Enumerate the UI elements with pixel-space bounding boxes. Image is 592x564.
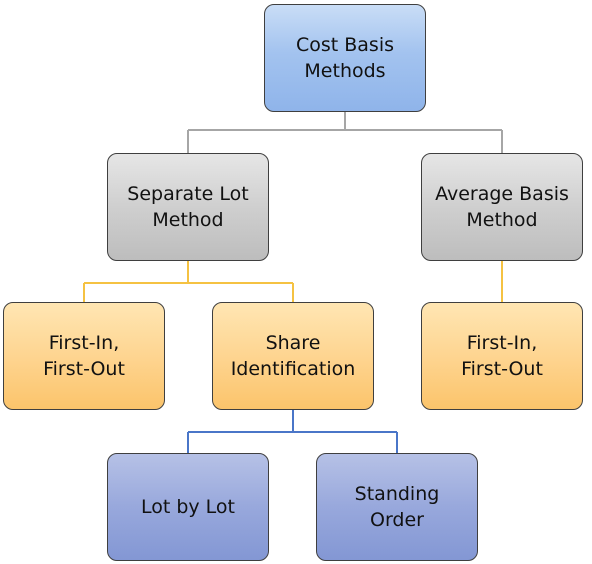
separate-lot-method-label: Separate Lot Method [127, 183, 249, 231]
separate-lot-method-node[interactable]: Separate Lot Method [107, 153, 269, 261]
standing-order-label: Standing Order [354, 483, 440, 531]
separate-fifo-node[interactable]: First-In, First-Out [3, 302, 165, 410]
standing-order-node[interactable]: Standing Order [316, 453, 478, 561]
average-fifo-label: First-In, First-Out [461, 332, 543, 380]
root-connectors [187, 112, 503, 153]
average-fifo-node[interactable]: First-In, First-Out [421, 302, 583, 410]
share-identification-node[interactable]: Share Identification [212, 302, 374, 410]
cost-basis-methods-label: Cost Basis Methods [295, 34, 395, 82]
lot-by-lot-label: Lot by Lot [140, 496, 236, 518]
average-basis-method-label: Average Basis Method [435, 183, 569, 231]
lot-by-lot-node[interactable]: Lot by Lot [107, 453, 269, 561]
separate-connectors [83, 261, 294, 302]
cost-basis-methods-node[interactable]: Cost Basis Methods [264, 4, 426, 112]
share-identification-label: Share Identification [230, 332, 356, 380]
separate-fifo-label: First-In, First-Out [43, 332, 125, 380]
share-connectors [187, 410, 398, 453]
average-basis-method-node[interactable]: Average Basis Method [421, 153, 583, 261]
